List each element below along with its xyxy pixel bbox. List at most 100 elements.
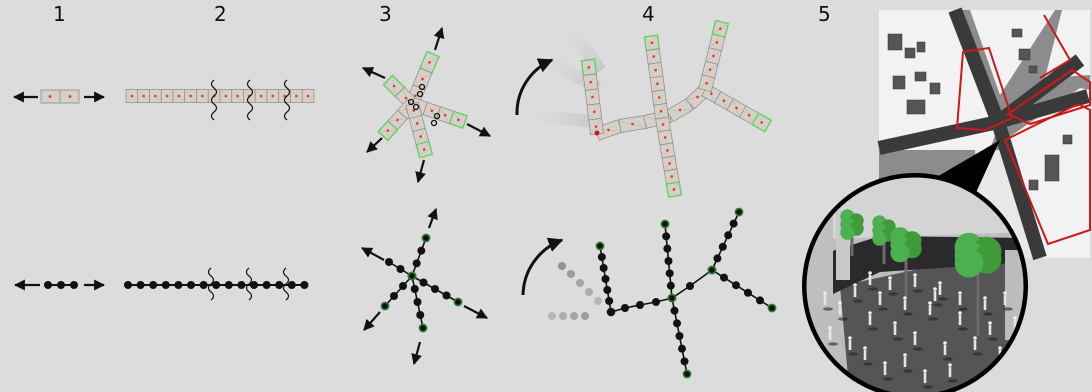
pedestrian-icon: [823, 291, 833, 311]
path-node: [756, 296, 764, 305]
rotation-arrow-icon: [521, 237, 564, 296]
arrow-icon: [463, 305, 488, 319]
arrow-icon: [411, 341, 422, 366]
path-tile: [415, 140, 434, 159]
path-node: [212, 281, 221, 289]
path-tile: [172, 89, 186, 103]
path-node: [664, 257, 673, 265]
tree-icon: [840, 209, 864, 256]
panel-1-single-segment: [12, 89, 106, 291]
path-tile: [184, 89, 197, 103]
path-node: [686, 282, 694, 290]
path-node: [767, 303, 777, 313]
path-tile: [125, 89, 139, 103]
ghost-dots: [548, 262, 602, 320]
path-node: [713, 254, 722, 263]
path-node: [603, 286, 612, 294]
tree-icon: [872, 215, 896, 264]
path-tile: [651, 89, 668, 106]
path-tile: [701, 60, 719, 79]
path-node: [412, 259, 421, 268]
path-tile: [149, 89, 162, 103]
path-node: [124, 281, 132, 289]
path-node: [300, 281, 309, 289]
pedestrian-icon: [828, 326, 838, 346]
pedestrian-icon: [848, 336, 858, 356]
pedestrian-icon: [933, 287, 943, 307]
path-node: [275, 281, 284, 289]
arrow-icon: [427, 207, 438, 229]
path-node: [660, 219, 670, 229]
path-node: [418, 323, 428, 333]
pedestrian-icon: [1003, 291, 1013, 311]
path-node: [652, 298, 660, 306]
pedestrian-icon: [903, 296, 913, 316]
street-boundary: [1005, 68, 1091, 126]
path-node: [419, 278, 428, 287]
path-node: [678, 344, 686, 353]
pedestrian-icon: [913, 331, 923, 351]
pedestrian-icon: [838, 301, 848, 321]
step-label: 3: [379, 2, 392, 26]
path-node: [682, 369, 692, 379]
pedestrian-icon: [868, 271, 878, 291]
path-tile: [665, 181, 683, 198]
path-node: [729, 219, 738, 228]
path-node: [453, 297, 463, 307]
city-map-view: [877, 7, 1091, 261]
step-label: 2: [214, 2, 227, 26]
path-tile: [649, 75, 666, 92]
panel-2-extended-segment: [124, 79, 315, 301]
path-node: [199, 281, 208, 289]
path-node: [599, 264, 608, 272]
path-tile: [659, 142, 676, 159]
pedestrian-icon: [928, 301, 938, 321]
step-label: 5: [818, 2, 831, 26]
pedestrian-icon: [923, 369, 933, 389]
panel-3-junction: [361, 26, 491, 366]
path-tile: [653, 103, 669, 120]
path-node: [390, 292, 398, 300]
pedestrian-icon: [913, 273, 923, 293]
path-node: [636, 301, 644, 309]
path-tile: [448, 110, 468, 130]
path-tile: [231, 89, 244, 103]
path-node: [442, 291, 451, 300]
arrow-icon: [366, 137, 383, 153]
path-node: [149, 281, 158, 289]
panel-4-network-growth: [515, 19, 777, 379]
path-node: [621, 304, 629, 312]
path-node: [732, 281, 740, 290]
path-node: [662, 232, 671, 241]
pedestrian-icon: [888, 276, 898, 296]
path-node: [673, 319, 681, 328]
path-tile: [713, 91, 734, 111]
path-node: [161, 281, 170, 289]
tree-icon: [954, 232, 1002, 336]
pedestrian-icon: [883, 361, 893, 381]
pedestrian-icon: [973, 336, 983, 356]
path-node: [665, 269, 674, 278]
pedestrian-icon: [948, 363, 958, 383]
path-node: [416, 311, 425, 319]
path-node: [224, 281, 233, 289]
step-label: 4: [642, 2, 655, 26]
path-tile: [647, 62, 664, 79]
path-node: [136, 281, 145, 289]
path-node: [431, 285, 439, 293]
tree-icon: [890, 227, 922, 296]
pedestrian-icon: [868, 311, 878, 331]
path-node: [607, 308, 615, 316]
path-node: [667, 293, 677, 303]
path-node: [597, 253, 606, 261]
road: [877, 7, 1090, 261]
path-tile: [586, 103, 603, 121]
path-node: [666, 281, 675, 290]
pedestrian-icon: [938, 281, 948, 301]
path-node: [670, 306, 679, 315]
pedestrian-icon: [958, 311, 968, 331]
path-node: [605, 297, 614, 305]
arrow-icon: [415, 159, 426, 184]
path-tile: [657, 129, 674, 146]
path-node: [707, 265, 717, 275]
